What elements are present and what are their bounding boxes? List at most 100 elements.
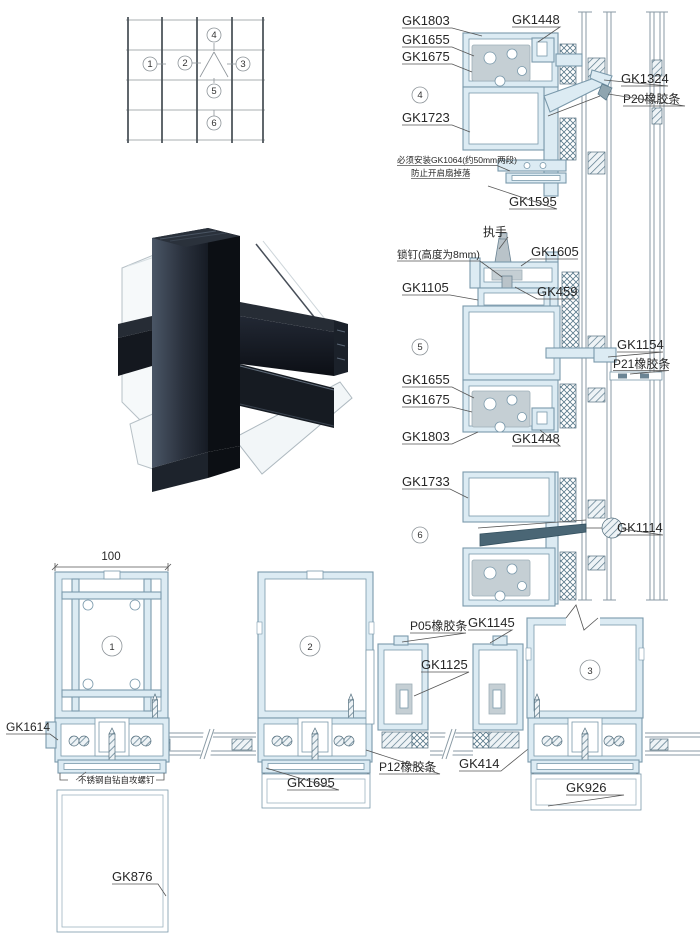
label-s6-gk1114: GK1114 <box>617 520 664 536</box>
render-mullion-front <box>152 228 208 468</box>
label-s4-p20: P20橡胶条 <box>607 91 686 107</box>
label-s5-handle: 执手 <box>483 225 509 250</box>
s5-gasket-p21 <box>618 373 627 379</box>
label-s4-gk1723: GK1723 <box>402 110 471 133</box>
glazing-spacer <box>651 107 663 125</box>
svg-text:5: 5 <box>417 342 422 353</box>
s2-bubble: 2 <box>299 635 321 657</box>
s3-bubble: 3 <box>579 659 601 681</box>
s1-panel-gk876 <box>56 789 169 933</box>
s5-handle <box>494 237 512 263</box>
svg-text:GK1605: GK1605 <box>531 244 579 259</box>
screw-boss <box>129 678 141 690</box>
s3-panel-gk926 <box>530 773 642 811</box>
svg-text:P05橡胶条: P05橡胶条 <box>410 618 467 633</box>
svg-text:GK926: GK926 <box>566 780 606 795</box>
label-s5-gk1448: GK1448 <box>512 429 562 447</box>
svg-text:不锈钢自钻自攻螺钉: 不锈钢自钻自攻螺钉 <box>78 775 155 785</box>
keyplan-bubble-6: 6 <box>206 115 222 131</box>
svg-text:锁钉(高度为8mm): 锁钉(高度为8mm) <box>397 248 480 261</box>
label-s4-gk1803: GK1803 <box>402 13 483 37</box>
keyplan-bubble-1: 1 <box>142 56 158 72</box>
glazing-spacer <box>651 59 663 77</box>
render-transom-endcap <box>334 320 348 376</box>
label-s1-screw-note: 不锈钢自钻自攻螺钉 <box>75 771 155 785</box>
label-s1-gk876: GK876 <box>112 869 167 897</box>
glazing-spacer <box>587 151 606 175</box>
glazing-spacer <box>231 738 253 751</box>
label-s5-gk1675: GK1675 <box>402 392 473 413</box>
keyplan-bubble-2: 2 <box>177 55 193 71</box>
keyplan-bubble-5: 5 <box>206 83 222 99</box>
s5-gasket-strip <box>609 371 663 381</box>
label-s4-gk1324: GK1324 <box>603 71 669 87</box>
glazing-spacer <box>587 555 606 571</box>
render-transom-right-top <box>240 302 334 332</box>
label-s4-gk1655: GK1655 <box>402 32 475 57</box>
svg-text:GK1655: GK1655 <box>402 32 450 47</box>
s5-gasket-p21 <box>640 373 649 379</box>
svg-text:GK1675: GK1675 <box>402 392 450 407</box>
svg-text:防止开启扇掉落: 防止开启扇掉落 <box>411 168 471 178</box>
s2-back-pan <box>261 773 371 809</box>
label-s2-p12: P12橡胶条 <box>365 749 441 775</box>
label-s5-gk1655: GK1655 <box>402 372 475 399</box>
svg-text:GK1154: GK1154 <box>617 337 664 352</box>
s6-glazing-channel <box>471 559 531 602</box>
svg-text:4: 4 <box>417 90 422 101</box>
svg-text:GK1733: GK1733 <box>402 474 450 489</box>
label-s5-gk459: GK459 <box>514 284 577 300</box>
svg-text:1: 1 <box>109 642 114 653</box>
s4-insulation-block <box>559 117 577 161</box>
label-s1-gk1614: GK1614 <box>6 720 59 741</box>
label-p05: P05橡胶条 <box>401 618 467 643</box>
s4-glazing-channel <box>471 44 531 87</box>
svg-text:P21橡胶条: P21橡胶条 <box>613 356 670 371</box>
label-s5-gk1105: GK1105 <box>402 280 479 301</box>
s6-bubble: 6 <box>411 526 429 544</box>
s5-insulation-block <box>559 383 577 429</box>
svg-text:GK1675: GK1675 <box>402 49 450 64</box>
s5-clip-gk1154 <box>593 347 617 363</box>
svg-text:GK1695: GK1695 <box>287 775 335 790</box>
label-s5-gk1154: GK1154 <box>607 337 664 358</box>
screw-boss <box>129 599 141 611</box>
s6-insulation-block <box>559 477 577 523</box>
keyplan-bubble-1-num: 1 <box>147 59 152 70</box>
sash-units-gk1125: P05橡胶条 GK1145 GK1125 GK414 <box>365 615 534 772</box>
label-s2-gk1695: GK1695 <box>265 767 340 791</box>
keyplan-bubble-3: 3 <box>235 56 251 72</box>
s1-dim-text: 100 <box>101 551 120 563</box>
keyplan-bubble-4: 4 <box>206 27 222 43</box>
s5-transom-arm <box>545 347 597 359</box>
section-6-detail: 6 GK1733 GK1114 <box>402 471 664 607</box>
keyplan-bubble-3-num: 3 <box>240 59 245 70</box>
svg-text:6: 6 <box>417 530 422 541</box>
keyplan-bubble-4-num: 4 <box>211 30 216 41</box>
label-s4-gk1675: GK1675 <box>402 49 473 73</box>
s5-bubble: 5 <box>411 338 429 356</box>
section-2-detail: 2 GK1695 P12橡胶条 <box>256 570 441 809</box>
svg-text:GK459: GK459 <box>537 284 577 299</box>
render-sash-block <box>240 364 334 428</box>
keyplan-bubble-2-num: 2 <box>182 58 187 69</box>
label-gk1125: GK1125 <box>413 657 470 697</box>
s3-fixing-screw <box>534 693 540 721</box>
vertical-glazing <box>578 11 668 601</box>
label-gk1145: GK1145 <box>468 615 515 644</box>
svg-text:GK1448: GK1448 <box>512 431 560 446</box>
label-s5-gk1605: GK1605 <box>520 244 579 267</box>
label-s3-gk926: GK926 <box>547 780 625 807</box>
glazing-spacer <box>587 499 606 519</box>
render-transom-right <box>240 316 334 376</box>
section-1-detail: 100 1 GK1614 不锈钢自钻自攻螺钉 GK876 <box>6 551 172 933</box>
svg-text:GK1803: GK1803 <box>402 429 450 444</box>
svg-text:GK1723: GK1723 <box>402 110 450 125</box>
render-transom-left <box>118 330 152 376</box>
svg-text:GK1125: GK1125 <box>421 657 468 672</box>
svg-text:P12橡胶条: P12橡胶条 <box>379 759 436 774</box>
render-transom-left-top <box>118 316 152 338</box>
s5-glazing-channel <box>471 390 531 433</box>
